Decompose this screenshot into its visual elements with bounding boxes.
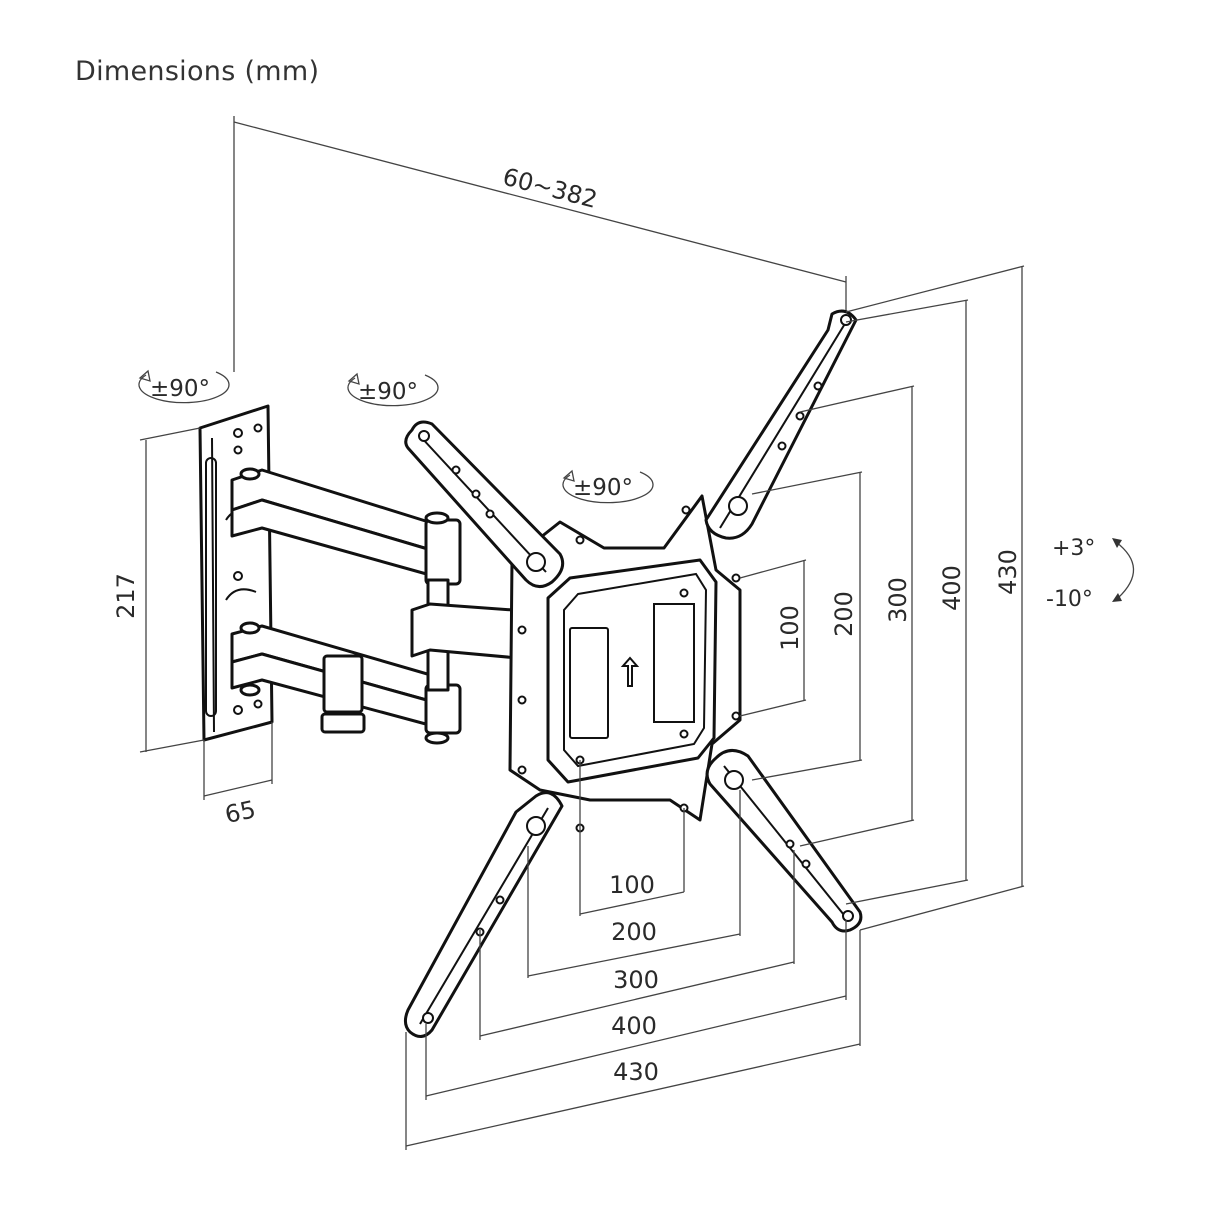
vesa-plate xyxy=(508,494,742,833)
mounting-arm-bottom-left xyxy=(403,791,564,1038)
mounting-arm-top-right xyxy=(704,309,858,540)
tilt-indicator: +3° -10° xyxy=(1046,536,1135,612)
wall-plate-height-label: 217 xyxy=(112,573,140,619)
vertical-100-label: 100 xyxy=(776,605,804,651)
vertical-430-label: 430 xyxy=(994,549,1022,595)
horizontal-430-label: 430 xyxy=(613,1058,659,1086)
arm-extension-dimension: 60~382 xyxy=(233,116,847,372)
wall-plate-depth-label: 65 xyxy=(222,795,258,829)
tilt-up-label: +3° xyxy=(1052,536,1095,561)
horizontal-200-label: 200 xyxy=(611,918,657,946)
vertical-400-label: 400 xyxy=(938,565,966,611)
vertical-dimensions: 100 200 300 400 430 xyxy=(739,265,1025,931)
arm-extension-label: 60~382 xyxy=(500,163,600,214)
up-arrow-icon xyxy=(620,656,640,687)
mounting-arm-bottom-right xyxy=(705,749,863,933)
wall-plate xyxy=(198,404,274,742)
plate-rotation-label: ±90° xyxy=(573,475,633,501)
horizontal-dimensions: 100 200 300 400 430 xyxy=(405,760,861,1150)
horizontal-100-label: 100 xyxy=(609,871,655,899)
plate-rotation-badge: ±90° xyxy=(562,469,654,504)
vertical-300-label: 300 xyxy=(884,577,912,623)
tilt-arrow-icon xyxy=(1112,538,1122,548)
drawing-title: Dimensions (mm) xyxy=(75,56,320,87)
wall-plate-depth-dimension: 65 xyxy=(203,722,273,829)
tilt-down-label: -10° xyxy=(1046,587,1093,612)
wall-swivel-badge: ±90° xyxy=(138,369,230,404)
arm-swivel-badge: ±90° xyxy=(347,372,439,407)
articulated-arm xyxy=(230,467,542,745)
vertical-200-label: 200 xyxy=(830,591,858,637)
wall-plate-height-dimension: 217 xyxy=(112,427,205,753)
wall-swivel-label: ±90° xyxy=(150,376,210,402)
arm-swivel-label: ±90° xyxy=(358,379,418,405)
horizontal-300-label: 300 xyxy=(613,966,659,994)
horizontal-400-label: 400 xyxy=(611,1012,657,1040)
mounting-arm-top-left xyxy=(404,420,565,588)
